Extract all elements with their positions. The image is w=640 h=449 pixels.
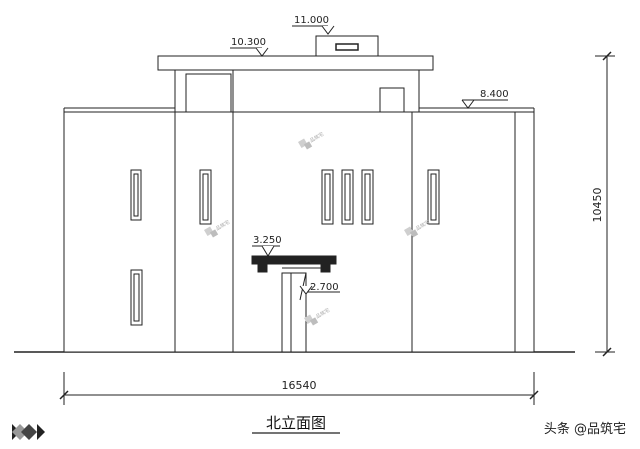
- window: [341, 169, 354, 225]
- upper-roof-slab: [157, 55, 434, 71]
- level-label-door: 2.700: [310, 282, 339, 293]
- level-label-canopy: 3.250: [253, 235, 282, 246]
- top-box-vent: [335, 43, 359, 51]
- window: [361, 169, 374, 225]
- drawing-title: 北立面图: [266, 414, 326, 432]
- brand-handle: @品筑宅: [573, 422, 626, 437]
- corner-logo-icon: [12, 424, 45, 440]
- window: [199, 169, 212, 225]
- level-marker-roof: [461, 99, 508, 109]
- level-marker-top: [292, 25, 335, 35]
- window: [321, 169, 334, 225]
- window: [427, 169, 440, 225]
- level-marker-canopy: [252, 245, 280, 257]
- level-marker-door: [299, 285, 340, 295]
- level-label-top: 11.000: [294, 15, 329, 26]
- level-marker-upper-roof: [230, 47, 269, 57]
- width-dimension-text: 16540: [282, 379, 317, 392]
- entrance-canopy: [251, 255, 337, 265]
- level-label-roof: 8.400: [480, 89, 509, 100]
- window: [130, 169, 142, 221]
- brand-prefix: 头条: [543, 422, 570, 437]
- height-dimension-text: 10450: [591, 188, 604, 223]
- upper-block-opening: [185, 73, 232, 113]
- entrance-door: [281, 272, 307, 353]
- level-label-upper-roof: 10.300: [231, 37, 266, 48]
- roof-stair-box: [379, 87, 405, 113]
- window: [130, 269, 143, 326]
- brand-credit: 头条 @品筑宅: [544, 418, 626, 437]
